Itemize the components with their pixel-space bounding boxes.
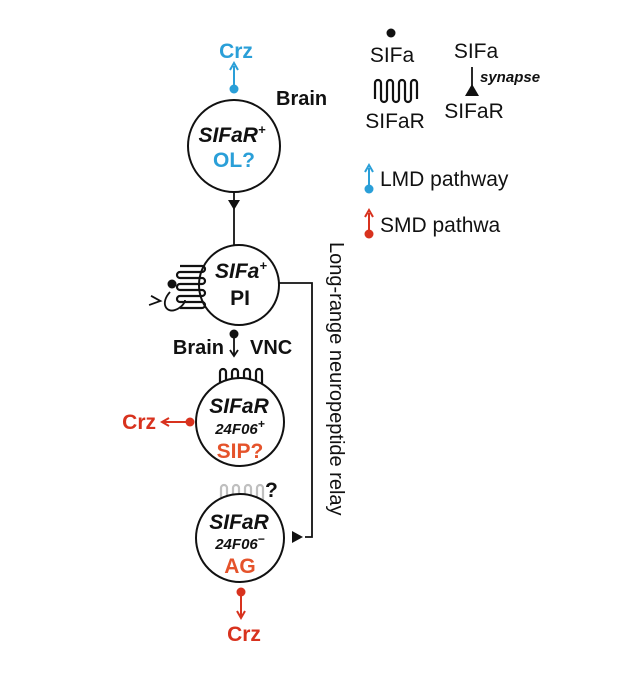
neuron-pi-region: PI (230, 287, 250, 310)
neuron-pi (198, 244, 280, 326)
top-crz-arrow-icon (229, 60, 239, 94)
top-crz-label: Crz (219, 40, 253, 63)
legend-receptor-icon (373, 78, 419, 104)
legend-synapse-icon (465, 67, 479, 96)
synapse-ol-pi-icon (228, 192, 240, 245)
legend-synapse-post: SIFaR (444, 100, 504, 123)
boundary-vnc-label: VNC (250, 337, 292, 359)
neuron-pi-name: SIFa+ (215, 258, 267, 283)
pi-autocrine-loop-icon (148, 279, 186, 312)
legend: SIFa SIFaR SIFa synapse SIFaR LMD pathwa… (364, 28, 540, 239)
peptide-down-arrow-icon (229, 329, 239, 358)
sip-crz-label: Crz (122, 411, 156, 434)
neuron-ag-region: AG (224, 555, 256, 578)
legend-lmd-arrow-icon (364, 162, 374, 194)
neuron-ol-region: OL? (213, 149, 255, 172)
boundary-brain-label: Brain (173, 337, 224, 359)
neuron-ag (195, 493, 285, 583)
brain-label: Brain (276, 88, 327, 110)
legend-smd-arrow-icon (364, 207, 374, 239)
legend-peptide-icon (386, 28, 396, 38)
ag-receptor-question: ? (265, 479, 278, 502)
neuron-ol-name: SIFaR+ (198, 122, 266, 147)
neuron-ag-line: 24F06− (214, 532, 265, 553)
neuron-sip-line: 24F06+ (214, 417, 265, 438)
bottom-crz-label: Crz (227, 623, 261, 646)
neuron-ag-name: SIFaR (209, 511, 269, 534)
relay-path (278, 282, 313, 543)
neuron-sip-name: SIFaR (209, 395, 269, 418)
relay-label: Long-range neuropeptide relay (325, 242, 347, 516)
legend-receptor-label: SIFaR (365, 110, 425, 133)
legend-synapse-pre: SIFa (454, 40, 499, 63)
bottom-crz-arrow-icon (236, 587, 246, 621)
legend-lmd-label: LMD pathway (380, 168, 509, 191)
legend-smd-label: SMD pathwa (380, 214, 501, 237)
pi-receptor-icon (175, 264, 207, 310)
neuron-sip (195, 377, 285, 467)
sip-crz-arrow-icon (159, 417, 195, 427)
legend-synapse-word: synapse (480, 69, 540, 86)
legend-peptide-label: SIFa (370, 44, 415, 67)
neuron-sip-region: SIP? (217, 440, 264, 463)
